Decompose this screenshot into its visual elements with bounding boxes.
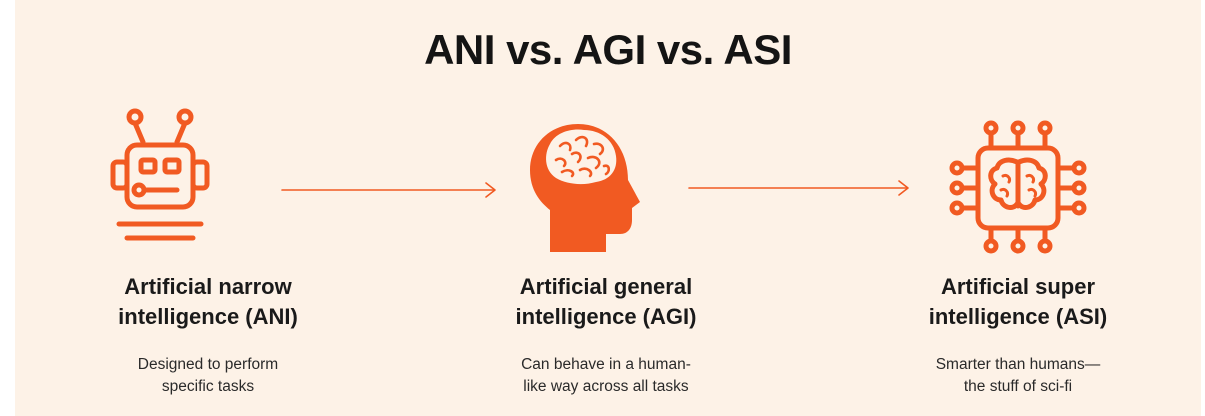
- diagram-title: ANI vs. AGI vs. ASI: [424, 26, 792, 73]
- asi-desc-line2: the stuff of sci-fi: [963, 378, 1073, 395]
- diagram-panel: ANI vs. AGI vs. ASI: [15, 0, 1201, 416]
- head-brain-icon: [530, 124, 640, 252]
- asi-heading-line2: intelligence (ASI): [928, 304, 1108, 329]
- robot-icon: [110, 108, 210, 241]
- ani-desc-line2: specific tasks: [161, 378, 255, 395]
- column-agi: Artificial general intelligence (AGI) Ca…: [456, 272, 756, 398]
- column-ani: Artificial narrow intelligence (ANI) Des…: [58, 272, 358, 398]
- agi-heading-line1: Artificial general: [519, 274, 693, 299]
- agi-heading-line2: intelligence (AGI): [515, 304, 697, 329]
- brain-chip-icon: [949, 120, 1087, 254]
- arrow-agi-to-asi: [688, 180, 909, 196]
- agi-heading: Artificial general intelligence (AGI): [456, 272, 756, 332]
- asi-description: Smarter than humans— the stuff of sci-fi: [868, 354, 1168, 398]
- agi-desc-line1: Can behave in a human-: [521, 356, 691, 373]
- ani-heading: Artificial narrow intelligence (ANI): [58, 272, 358, 332]
- ani-description: Designed to perform specific tasks: [58, 354, 358, 398]
- asi-heading: Artificial super intelligence (ASI): [868, 272, 1168, 332]
- ani-heading-line2: intelligence (ANI): [118, 304, 298, 329]
- column-asi: Artificial super intelligence (ASI) Smar…: [868, 272, 1168, 398]
- asi-desc-line1: Smarter than humans—: [935, 356, 1101, 373]
- ani-desc-line1: Designed to perform: [137, 356, 279, 373]
- agi-desc-line2: like way across all tasks: [523, 378, 689, 395]
- agi-description: Can behave in a human- like way across a…: [456, 354, 756, 398]
- ani-heading-line1: Artificial narrow: [124, 274, 292, 299]
- asi-heading-line1: Artificial super: [940, 274, 1096, 299]
- arrow-ani-to-agi: [281, 182, 496, 198]
